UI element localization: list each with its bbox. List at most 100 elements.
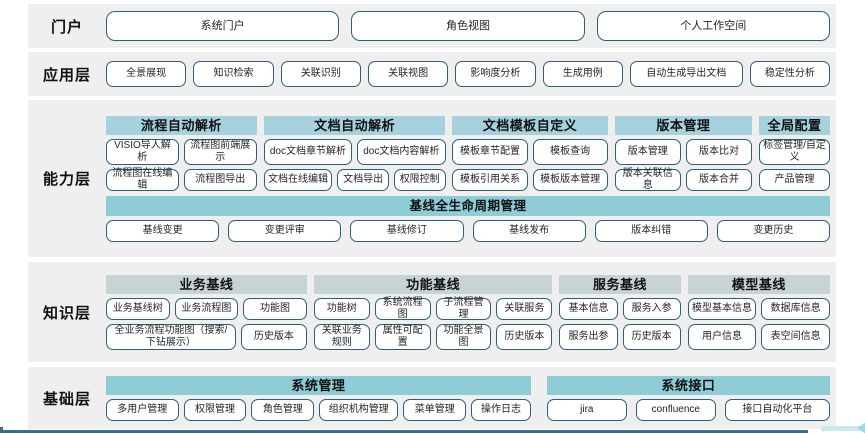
capability-item-2-0-1[interactable]: 模板查询 — [532, 138, 608, 165]
knowledge-item-0-0-2[interactable]: 功能图 — [243, 297, 307, 320]
foundation-item-0-0-1[interactable]: 权限管理 — [183, 398, 247, 421]
knowledge-group-business-baseline: 业务基线 业务基线树 业务流程图 功能图 全业务流程功能图（搜索/下钻展示） 历… — [106, 274, 307, 350]
foundation-item-0-0-3[interactable]: 组织机构管理 — [319, 398, 399, 421]
layer-label-knowledge: 知识层 — [42, 304, 91, 322]
foundation-group-head-1: 系统接口 — [546, 375, 830, 395]
knowledge-item-2-0-0[interactable]: 基本信息 — [559, 297, 618, 320]
knowledge-item-0-0-1[interactable]: 业务流程图 — [174, 297, 239, 320]
capability-row: 标签管理/自定义 — [759, 138, 830, 165]
capability-item-1-1-0[interactable]: 文档在线编辑 — [263, 168, 333, 191]
foundation-item-1-0-2[interactable]: 接口自动化平台 — [724, 398, 830, 421]
foundation-item-1-0-1[interactable]: confluence — [635, 398, 716, 421]
layer-foundation-body: 系统管理 多用户管理 权限管理 角色管理 组织机构管理 菜单管理 操作日志 系统… — [106, 367, 836, 429]
foundation-group-head-0: 系统管理 — [106, 375, 531, 395]
knowledge-group-head-1: 功能基线 — [313, 274, 553, 294]
knowledge-item-1-0-1[interactable]: 系统流程图 — [374, 297, 431, 320]
capability-item-2-1-0[interactable]: 模板引用关系 — [452, 168, 528, 191]
capability-group-list: 流程自动解析 VISIO导人解析 流程图前端展示 流程图在线编辑 流程图导出 文… — [106, 115, 830, 191]
lifecycle-item-5[interactable]: 变更历史 — [716, 219, 831, 242]
capability-row: VISIO导人解析 流程图前端展示 — [106, 138, 257, 165]
layer-label-foundation: 基础层 — [42, 390, 91, 408]
capability-item-4-0-0[interactable]: 标签管理/自定义 — [759, 138, 830, 165]
layer-capability: 能力层 流程自动解析 VISIO导人解析 流程图前端展示 流程图在线编辑 流程图… — [28, 100, 836, 257]
knowledge-item-0-0-0[interactable]: 业务基线树 — [106, 297, 170, 320]
capability-item-0-0-0[interactable]: VISIO导人解析 — [106, 138, 179, 165]
application-item-0[interactable]: 全景展现 — [106, 61, 187, 87]
capability-item-0-0-1[interactable]: 流程图前端展示 — [183, 138, 257, 165]
portal-item-1[interactable]: 角色视图 — [351, 11, 585, 41]
capability-item-3-0-0[interactable]: 版本管理 — [614, 138, 681, 165]
foundation-item-1-0-0[interactable]: jira — [546, 398, 627, 421]
capability-item-2-0-0[interactable]: 模板章节配置 — [452, 138, 528, 165]
capability-group-doc-parse: 文档自动解析 doc文档章节解析 doc文档内容解析 文档在线编辑 文档导出 权… — [263, 115, 446, 191]
knowledge-item-1-1-3[interactable]: 历史版本 — [496, 323, 553, 350]
application-item-3[interactable]: 关联视图 — [367, 61, 449, 87]
capability-row: 产品管理 — [759, 168, 830, 191]
capability-group-head-1: 文档自动解析 — [263, 115, 446, 135]
foundation-item-0-0-0[interactable]: 多用户管理 — [106, 398, 179, 421]
capability-item-1-0-1[interactable]: doc文档内容解析 — [357, 138, 446, 165]
capability-item-3-0-1[interactable]: 版本比对 — [685, 138, 753, 165]
capability-item-1-1-1[interactable]: 文档导出 — [337, 168, 389, 191]
capability-item-3-1-1[interactable]: 版本合并 — [685, 168, 753, 191]
capability-row: 版本管理 版本比对 — [614, 138, 753, 165]
knowledge-item-2-1-1[interactable]: 历史版本 — [622, 323, 681, 350]
knowledge-item-0-1-0[interactable]: 全业务流程功能图（搜索/下钻展示） — [106, 323, 236, 350]
capability-item-3-1-0[interactable]: 版本关联信息 — [614, 168, 681, 191]
application-item-row: 全景展现 知识检索 关联识别 关联视图 影响度分析 生成用例 自动生成导出文档 … — [106, 61, 831, 87]
lifecycle-item-0[interactable]: 基线变更 — [106, 219, 220, 242]
capability-row: 流程图在线编辑 流程图导出 — [106, 168, 257, 191]
foundation-group-system-interface: 系统接口 jira confluence 接口自动化平台 — [546, 375, 830, 421]
capability-item-0-1-0[interactable]: 流程图在线编辑 — [106, 168, 179, 191]
application-item-5[interactable]: 生成用例 — [542, 61, 623, 87]
knowledge-item-1-1-2[interactable]: 功能全景图 — [435, 323, 492, 350]
lifecycle-item-2[interactable]: 基线修订 — [350, 219, 464, 242]
knowledge-group-model-baseline: 模型基线 模型基本信息 数据库信息 用户信息 表空间信息 — [687, 274, 830, 350]
application-item-7[interactable]: 稳定性分析 — [749, 61, 831, 87]
knowledge-item-0-1-1[interactable]: 历史版本 — [240, 323, 307, 350]
knowledge-item-3-1-1[interactable]: 表空间信息 — [761, 323, 830, 350]
capability-item-1-1-2[interactable]: 权限控制 — [393, 168, 446, 191]
knowledge-item-1-0-3[interactable]: 关联服务 — [496, 297, 553, 320]
foundation-item-0-0-5[interactable]: 操作日志 — [471, 398, 531, 421]
capability-item-2-1-1[interactable]: 模板版本管理 — [532, 168, 608, 191]
knowledge-item-1-1-0[interactable]: 关联业务规则 — [313, 323, 370, 350]
knowledge-item-1-0-0[interactable]: 功能树 — [313, 297, 370, 320]
lifecycle-item-1[interactable]: 变更评审 — [228, 219, 342, 242]
knowledge-item-2-0-1[interactable]: 服务入参 — [622, 297, 681, 320]
application-item-1[interactable]: 知识检索 — [193, 61, 274, 87]
foundation-item-0-0-4[interactable]: 菜单管理 — [403, 398, 467, 421]
layer-label-capability: 能力层 — [42, 171, 91, 188]
lifecycle-item-4[interactable]: 版本纠错 — [594, 219, 708, 242]
portal-item-0[interactable]: 系统门户 — [106, 11, 340, 41]
capability-lifecycle-row: 基线变更 变更评审 基线修订 基线发布 版本纠错 变更历史 — [106, 219, 831, 242]
application-item-2[interactable]: 关联识别 — [280, 61, 361, 87]
portal-item-row: 系统门户 角色视图 个人工作空间 — [106, 11, 830, 41]
knowledge-item-1-0-2[interactable]: 子流程管理 — [435, 297, 492, 320]
knowledge-item-3-0-0[interactable]: 模型基本信息 — [687, 297, 757, 320]
decorative-frame-border — [0, 427, 808, 433]
capability-row: doc文档章节解析 doc文档内容解析 — [263, 138, 446, 165]
layer-application-body: 全景展现 知识检索 关联识别 关联视图 影响度分析 生成用例 自动生成导出文档 … — [106, 52, 836, 96]
lifecycle-item-3[interactable]: 基线发布 — [472, 219, 586, 242]
application-item-6[interactable]: 自动生成导出文档 — [629, 61, 743, 87]
capability-item-1-0-0[interactable]: doc文档章节解析 — [263, 138, 353, 165]
capability-item-4-1-0[interactable]: 产品管理 — [759, 168, 830, 191]
capability-row: 模板引用关系 模板版本管理 — [452, 168, 608, 191]
application-item-4[interactable]: 影响度分析 — [455, 61, 536, 87]
foundation-group-list: 系统管理 多用户管理 权限管理 角色管理 组织机构管理 菜单管理 操作日志 系统… — [106, 375, 830, 421]
knowledge-item-1-1-1[interactable]: 属性可配置 — [374, 323, 431, 350]
foundation-group-system-management: 系统管理 多用户管理 权限管理 角色管理 组织机构管理 菜单管理 操作日志 — [106, 375, 531, 421]
capability-group-head-2: 文档模板自定义 — [452, 115, 608, 135]
knowledge-group-service-baseline: 服务基线 基本信息 服务入参 服务出参 历史版本 — [559, 274, 681, 350]
foundation-row: jira confluence 接口自动化平台 — [546, 398, 830, 421]
knowledge-item-3-0-1[interactable]: 数据库信息 — [761, 297, 830, 320]
foundation-item-0-0-2[interactable]: 角色管理 — [251, 398, 315, 421]
portal-item-2[interactable]: 个人工作空间 — [596, 11, 830, 41]
knowledge-item-2-1-0[interactable]: 服务出参 — [559, 323, 618, 350]
capability-item-0-1-1[interactable]: 流程图导出 — [183, 168, 257, 191]
knowledge-item-3-1-0[interactable]: 用户信息 — [687, 323, 757, 350]
knowledge-row: 服务出参 历史版本 — [559, 323, 681, 350]
capability-group-head-4: 全局配置 — [759, 115, 830, 135]
knowledge-row: 功能树 系统流程图 子流程管理 关联服务 — [313, 297, 553, 320]
